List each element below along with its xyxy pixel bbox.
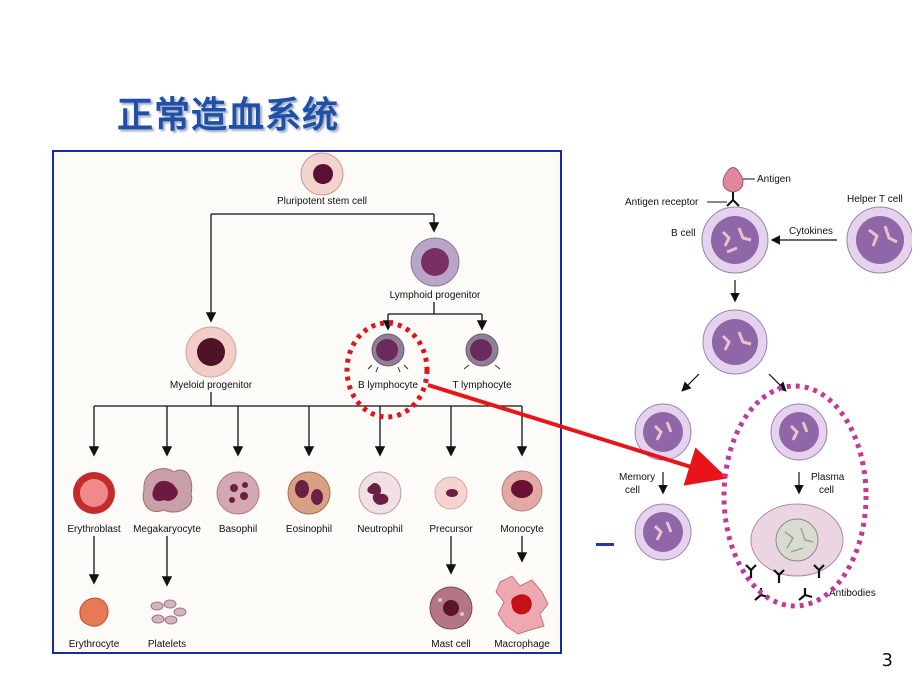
neutrophil-cell <box>358 471 402 515</box>
myeloid-progenitor-cell <box>185 326 237 378</box>
hematopoiesis-svg: Pluripotent stem cell Lymphoid progenito… <box>67 152 550 650</box>
plasma-cell-label-1: Plasma <box>811 472 845 483</box>
lymphoid-progenitor-label: Lymphoid progenitor <box>390 290 481 301</box>
monocyte-cell <box>501 470 543 512</box>
myeloid-progenitor-label: Myeloid progenitor <box>170 380 253 391</box>
neutrophil-label: Neutrophil <box>357 524 403 535</box>
memory-cell-label-1: Memory <box>619 472 655 483</box>
dividing-b-cell-left <box>634 403 692 461</box>
monocyte-label: Monocyte <box>500 524 544 535</box>
t-lymphocyte-label: T lymphocyte <box>452 380 512 391</box>
slide-title: 正常造血系统 <box>117 95 340 136</box>
eosinophil-cell <box>287 471 331 515</box>
antibodies-label: Antibodies <box>829 588 876 599</box>
b-lymphocyte-label: B lymphocyte <box>358 380 418 391</box>
lymphoid-progenitor-cell <box>410 237 460 287</box>
erythrocyte-cell <box>79 597 109 627</box>
erythrocyte-label: Erythrocyte <box>69 639 120 650</box>
megakaryocyte-label: Megakaryocyte <box>133 524 201 535</box>
b-cell <box>701 206 769 274</box>
erythroblast-label: Erythroblast <box>67 524 121 535</box>
plasma-cell-highlight-ellipse <box>721 383 869 609</box>
memory-cell-label-2: cell <box>625 485 640 496</box>
cytokines-label: Cytokines <box>789 226 833 237</box>
antibodies-group <box>745 564 825 601</box>
plasma-cell <box>750 503 844 577</box>
antigen-receptor-label: Antigen receptor <box>625 197 699 208</box>
basophil-label: Basophil <box>219 524 257 535</box>
helper-t-label: Helper T cell <box>847 194 903 205</box>
b-cell-activation-svg: Antigen Antigen receptor B cell Helper T… <box>619 167 914 601</box>
erythroblast-cell <box>73 472 115 514</box>
precursor-cell <box>434 476 468 510</box>
b-cell-label: B cell <box>671 228 695 239</box>
mast-cell <box>429 586 473 630</box>
macrophage-label: Macrophage <box>494 639 550 650</box>
activated-b-cell <box>702 309 768 375</box>
t-lymphocyte-cell <box>463 333 501 370</box>
mast-cell-label: Mast cell <box>431 639 470 650</box>
platelets-label: Platelets <box>148 639 186 650</box>
highlight-arrow <box>427 383 728 486</box>
stem-cell <box>300 152 344 196</box>
dividing-b-cell-right <box>770 403 828 461</box>
page-number: 3 <box>881 650 893 671</box>
eosinophil-label: Eosinophil <box>286 524 332 535</box>
b-cell-activation-diagram: Antigen Antigen receptor B cell Helper T… <box>615 160 914 612</box>
macrophage-cell <box>495 575 549 635</box>
platelets-group <box>150 599 187 625</box>
antigen-label: Antigen <box>757 174 791 185</box>
basophil-cell <box>216 471 260 515</box>
b-lymphocyte-cell <box>367 333 409 373</box>
memory-cell <box>634 503 692 561</box>
plasma-cell-label-2: cell <box>819 485 834 496</box>
megakaryocyte-cell <box>142 468 193 513</box>
b-lymphocyte-highlight-circle <box>344 320 430 420</box>
precursor-label: Precursor <box>429 524 473 535</box>
divider-dash <box>596 543 614 546</box>
stem-cell-label: Pluripotent stem cell <box>277 196 367 207</box>
antigen-icon <box>722 167 744 207</box>
